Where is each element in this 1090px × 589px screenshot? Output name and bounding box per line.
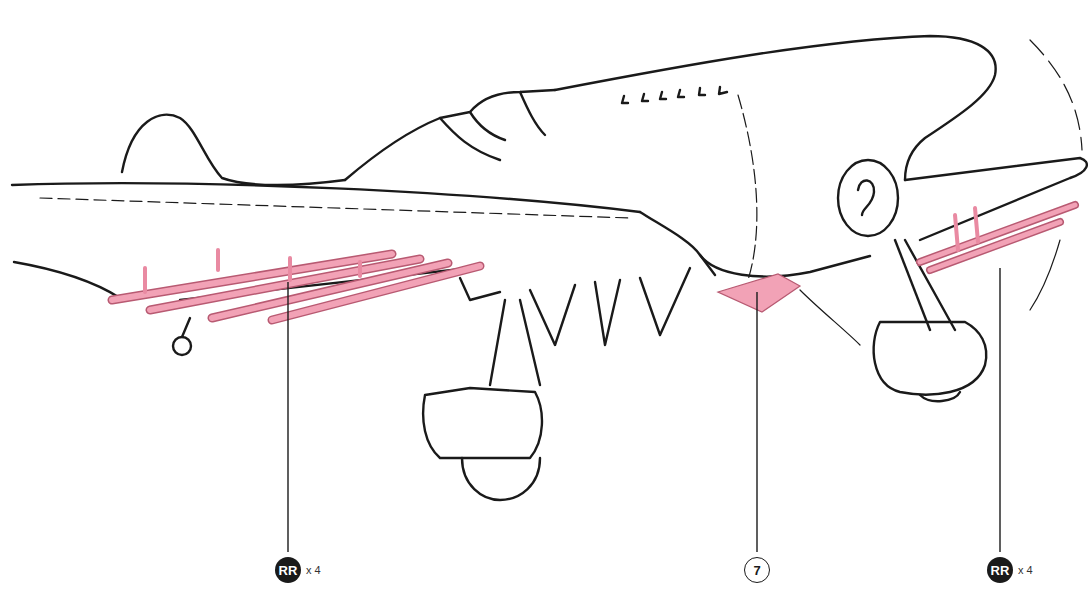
callout-node: RRx 4 [275,557,301,583]
callout-node: 7 [744,557,770,583]
callout-number: RR [987,557,1013,583]
quantity-label: x 4 [1018,564,1033,576]
quantity-label: x 4 [306,564,321,576]
callout-number: 7 [744,557,770,583]
callout-number: RR [275,557,301,583]
callout-node: RRx 4 [987,557,1013,583]
